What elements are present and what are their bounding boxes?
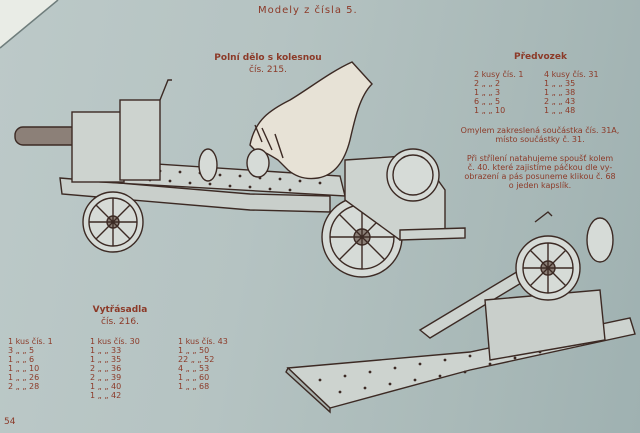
list-item: 1 „ „ 26 <box>8 373 40 382</box>
list-item: 1 „ „ 68 <box>178 382 210 391</box>
list-item: 1 „ „ 3 <box>474 88 501 97</box>
puller-title: Vytřásadla <box>92 305 148 315</box>
gun-title: Polní dělo s kolesnou <box>214 53 322 63</box>
list-item: 1 „ „ 38 <box>544 88 576 97</box>
list-item: 4 „ „ 53 <box>178 364 210 373</box>
limber-parts-col2: 4 kusy čís. 31 1 „ „ 35 1 „ „ 38 2 „ „ 4… <box>544 70 599 115</box>
list-item: 1 „ „ 50 <box>178 346 210 355</box>
field-gun-illustration <box>14 61 466 278</box>
puller-parts-col3: 1 kus čís. 43 1 „ „ 50 22 „ „ 52 4 „ „ 5… <box>178 337 228 391</box>
list-item: 3 „ „ 5 <box>8 346 35 355</box>
list-item: 1 „ „ 33 <box>90 346 122 355</box>
limber-note-error: Omylem zakreslená součástka čís. 31A, mí… <box>440 126 640 144</box>
list-item: 1 „ „ 6 <box>8 355 35 364</box>
list-item: 2 „ „ 28 <box>8 382 40 391</box>
puller-number: čís. 216. <box>101 317 139 327</box>
puller-illustration <box>285 211 636 414</box>
list-item: 1 „ „ 42 <box>90 391 122 400</box>
list-item: 1 „ „ 35 <box>544 79 576 88</box>
list-item: 2 kusy čís. 1 <box>474 70 524 79</box>
list-item: 1 „ „ 60 <box>178 373 210 382</box>
list-item: 1 „ „ 10 <box>8 364 40 373</box>
list-item: 1 „ „ 10 <box>474 106 506 115</box>
list-item: 6 „ „ 5 <box>474 97 501 106</box>
list-item: 1 kus čís. 30 <box>90 337 140 346</box>
note-line: o jeden kapslík. <box>508 181 572 190</box>
puller-parts-col1: 1 kus čís. 1 3 „ „ 5 1 „ „ 6 1 „ „ 10 1 … <box>8 337 53 391</box>
list-item: 1 „ „ 40 <box>90 382 122 391</box>
list-item: 1 „ „ 48 <box>544 106 576 115</box>
list-item: 1 kus čís. 43 <box>178 337 228 346</box>
limber-title: Předvozek <box>514 52 567 62</box>
list-item: 1 „ „ 35 <box>90 355 122 364</box>
gun-number: čís. 215. <box>249 65 287 75</box>
note-line: obrazení a pás posuneme klikou č. 68 <box>464 172 616 181</box>
note-line: č. 40. které zajistíme páčkou dle vy- <box>467 163 613 172</box>
list-item: 2 „ „ 43 <box>544 97 576 106</box>
puller-parts-col2: 1 kus čís. 30 1 „ „ 33 1 „ „ 35 2 „ „ 36… <box>90 337 140 400</box>
list-item: 2 „ „ 36 <box>90 364 122 373</box>
list-item: 1 kus čís. 1 <box>8 337 53 346</box>
limber-parts-col1: 2 kusy čís. 1 2 „ „ 2 1 „ „ 3 6 „ „ 5 1 … <box>474 70 524 115</box>
list-item: 2 „ „ 2 <box>474 79 501 88</box>
limber-note-firing: Při střílení natahujeme spoušť kolem č. … <box>440 154 640 190</box>
page-title: Modely z čísla 5. <box>258 5 358 16</box>
page-number: 54 <box>4 417 16 427</box>
list-item: 4 kusy čís. 31 <box>544 70 599 79</box>
note-line: Při střílení natahujeme spoušť kolem <box>466 154 614 163</box>
note-line: místo součástky č. 31. <box>495 135 585 144</box>
note-line: Omylem zakreslená součástka čís. 31A, <box>460 126 620 135</box>
list-item: 22 „ „ 52 <box>178 355 215 364</box>
list-item: 2 „ „ 39 <box>90 373 122 382</box>
